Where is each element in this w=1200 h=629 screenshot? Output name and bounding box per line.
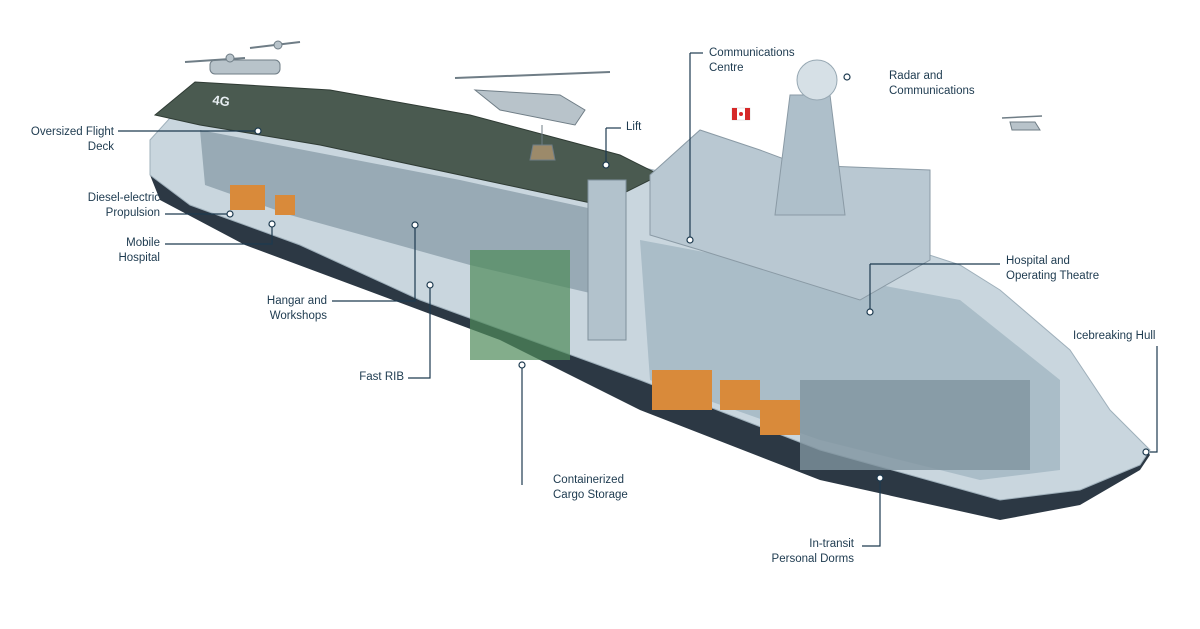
- leader-lines: [118, 52, 1158, 547]
- deck-marking: 4G: [212, 92, 231, 109]
- callout-ice-hull: Icebreaking Hull: [1073, 329, 1155, 344]
- callout-mobile-hospital: Mobile Hospital: [118, 236, 160, 266]
- radar-dome: [796, 59, 838, 101]
- callout-comms-centre-line1: Communications: [709, 47, 795, 59]
- callout-comms-centre: Communications Centre: [709, 46, 795, 76]
- callout-radar: Radar and Communications: [889, 69, 975, 99]
- lift-tower: [587, 179, 627, 341]
- mast-tower: [774, 94, 846, 216]
- callout-fast-rib-line1: Fast RIB: [359, 371, 404, 383]
- callout-ice-hull-line1: Icebreaking Hull: [1073, 330, 1156, 342]
- callout-hangar-line2: Workshops: [269, 310, 327, 322]
- skycrane-helicopter-icon: [454, 71, 611, 161]
- callout-flight-deck: Oversized Flight Deck: [31, 125, 114, 155]
- canadian-flag-icon: [731, 107, 751, 121]
- callout-flight-deck-line1: Oversized Flight: [30, 126, 114, 138]
- callout-hangar-line1: Hangar and: [266, 295, 327, 307]
- small-helicopter-icon: [1001, 115, 1043, 131]
- callout-hospital-theatre-line2: Operating Theatre: [1006, 270, 1100, 282]
- callout-cargo-line1: Containerized: [553, 474, 624, 486]
- callout-hospital-theatre-line1: Hospital and: [1006, 255, 1070, 267]
- callout-propulsion-line2: Propulsion: [105, 207, 160, 219]
- green-cargo-block: [470, 250, 570, 360]
- callout-dorms-line1: In-transit: [809, 538, 854, 550]
- callout-hospital-theatre: Hospital and Operating Theatre: [1006, 254, 1099, 284]
- callout-fast-rib: Fast RIB: [359, 370, 404, 385]
- callout-hangar: Hangar and Workshops: [267, 294, 327, 324]
- callout-cargo-line2: Cargo Storage: [553, 489, 628, 501]
- callout-lift-line1: Lift: [626, 121, 642, 133]
- callout-dorms: In-transit Personal Dorms: [772, 537, 854, 567]
- callout-propulsion: Diesel-electric Propulsion: [88, 191, 160, 221]
- dorm-area: [800, 380, 1030, 470]
- callout-mobile-hospital-line2: Hospital: [118, 252, 160, 264]
- callout-comms-centre-line2: Centre: [709, 62, 744, 74]
- callout-mobile-hospital-line1: Mobile: [126, 237, 160, 249]
- osprey-aircraft-icon: [184, 40, 301, 75]
- orange-cargo-blocks: [230, 185, 800, 435]
- callout-radar-line1: Radar and: [889, 70, 943, 82]
- callout-propulsion-line1: Diesel-electric: [87, 192, 160, 204]
- callout-lift: Lift: [626, 120, 641, 135]
- callout-dorms-line2: Personal Dorms: [771, 553, 854, 565]
- callout-flight-deck-line2: Deck: [87, 141, 114, 153]
- callout-cargo: Containerized Cargo Storage: [553, 473, 628, 503]
- callout-radar-line2: Communications: [889, 85, 975, 97]
